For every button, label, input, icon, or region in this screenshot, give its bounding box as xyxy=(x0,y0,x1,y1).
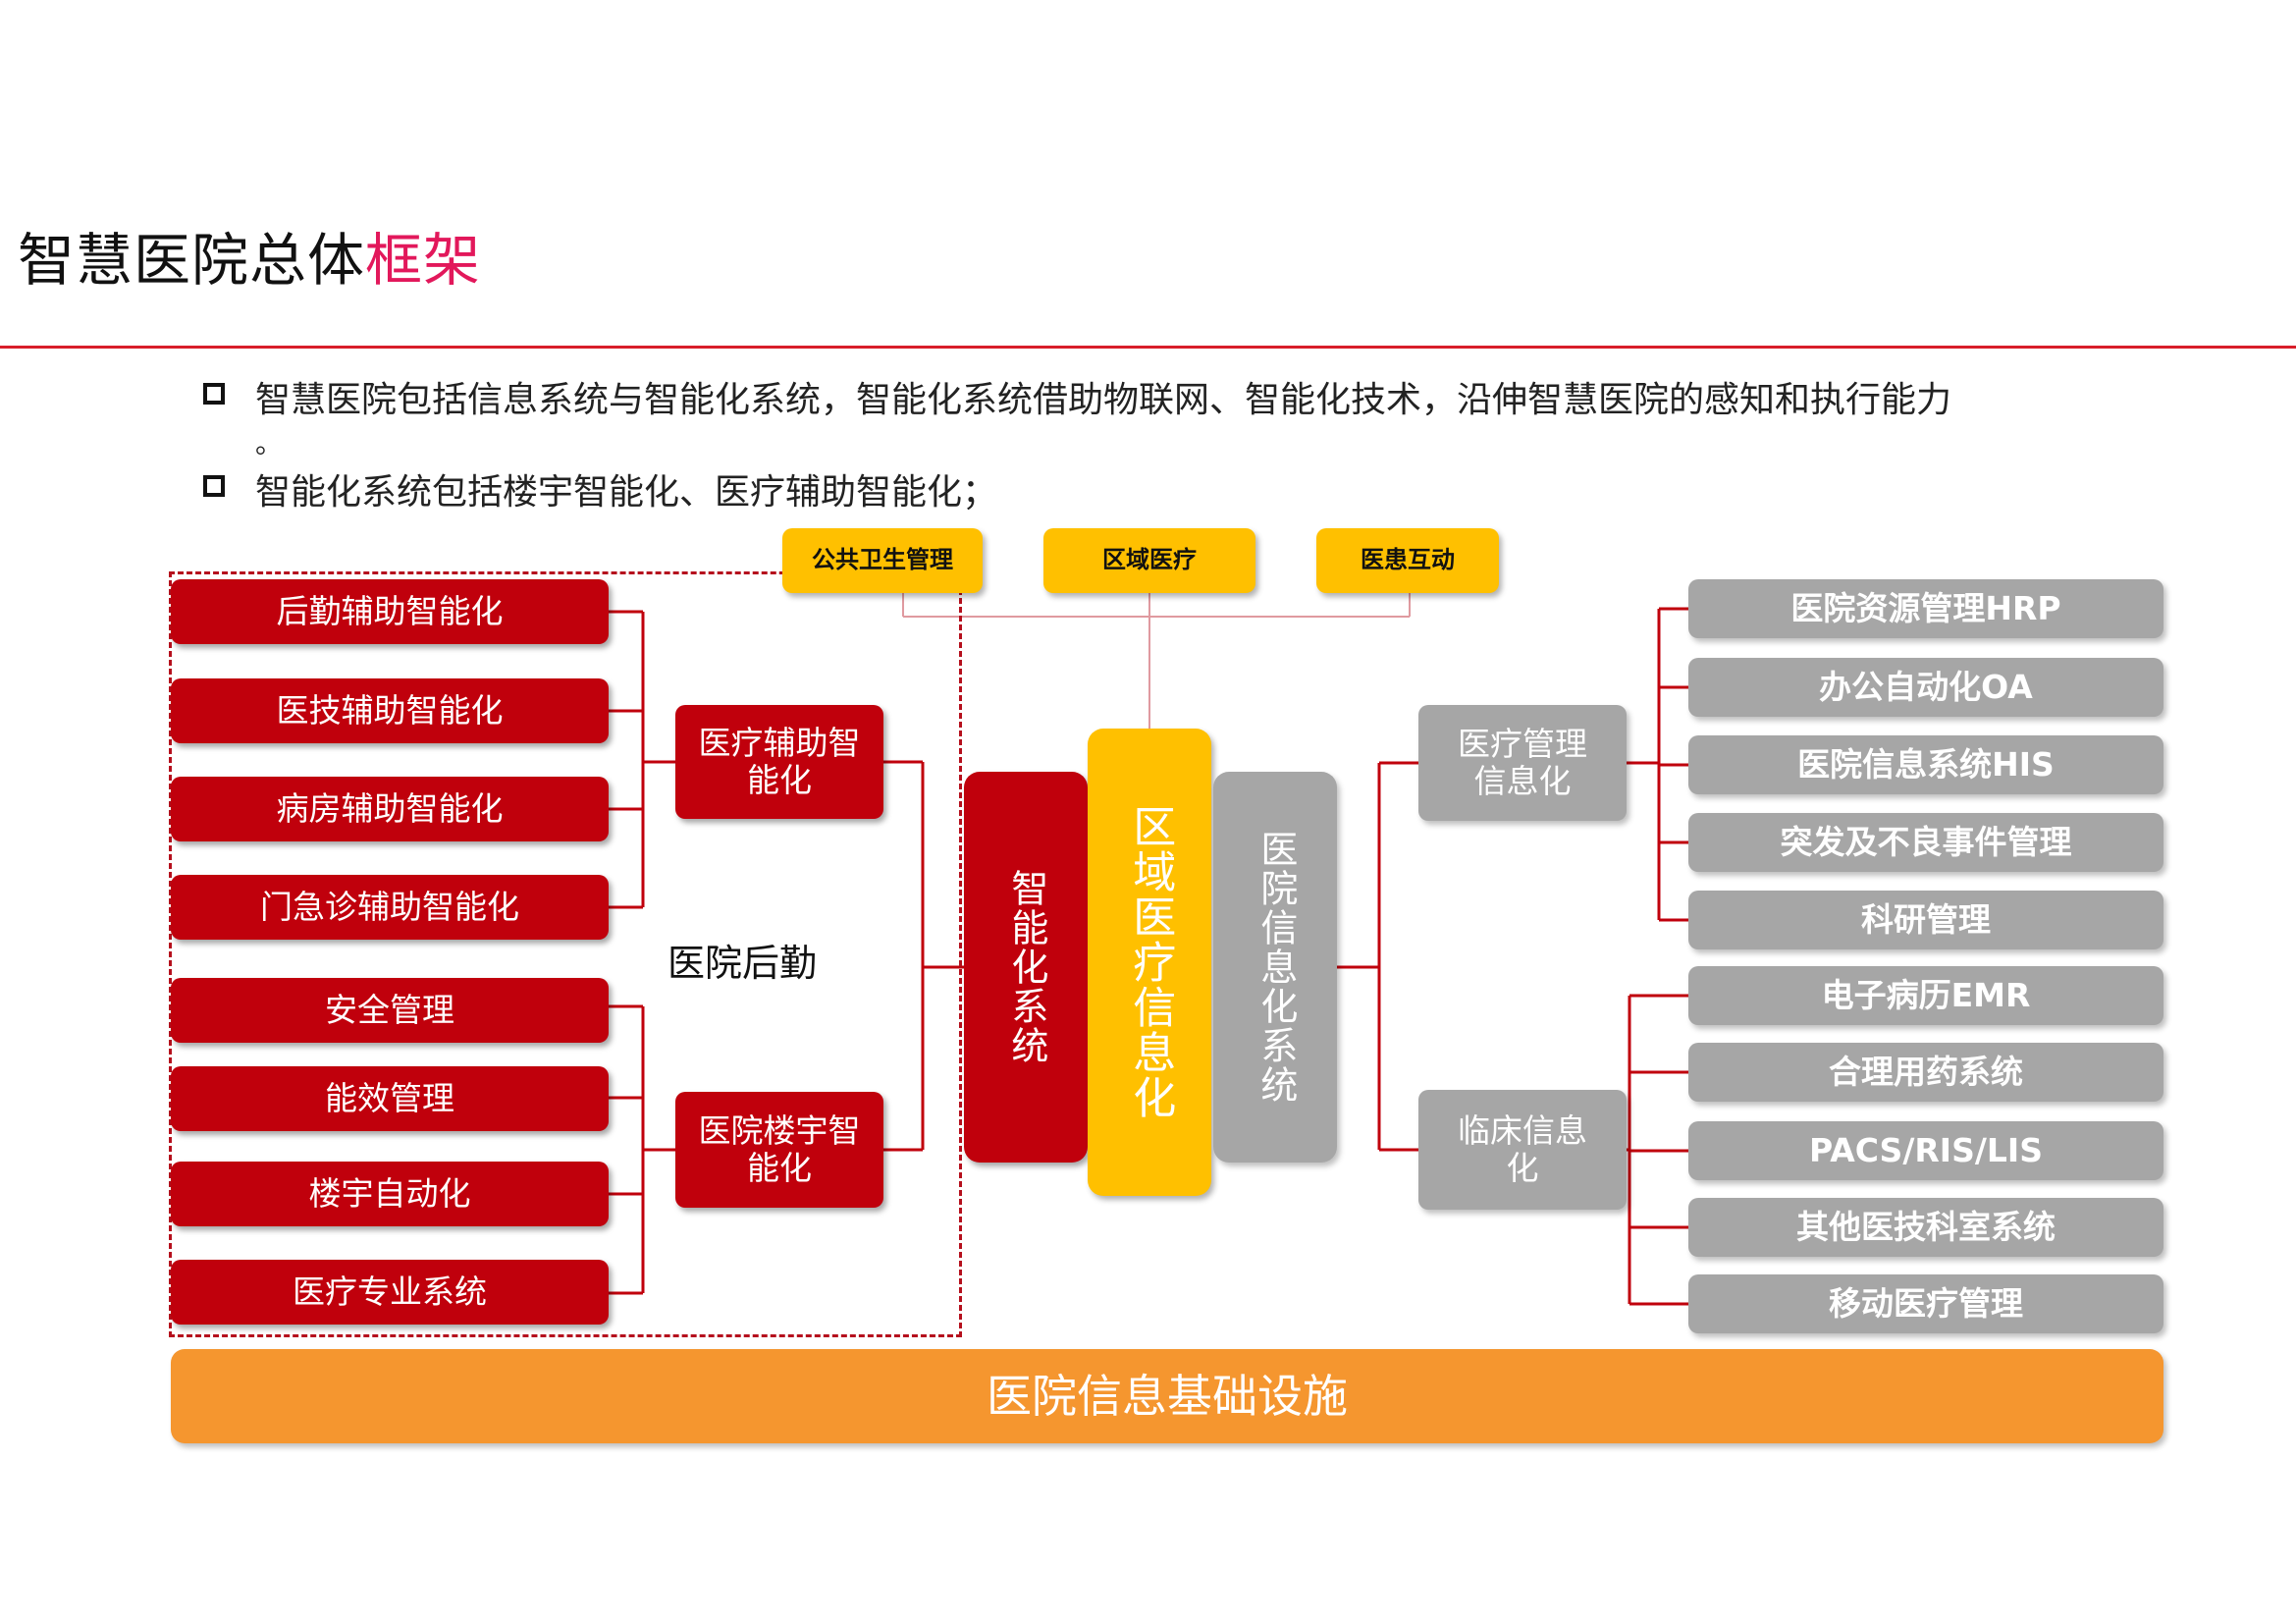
right-box-drug: 合理用药系统 xyxy=(1688,1043,2163,1102)
right-box-mobile: 移动医疗管理 xyxy=(1688,1274,2163,1333)
bullet-text-1-continued: 。 xyxy=(255,427,284,460)
left-box-logistics-aid: 后勤辅助智能化 xyxy=(171,579,609,644)
left-box-security: 安全管理 xyxy=(171,978,609,1043)
pillar-intelligent-system: 智能化系统 xyxy=(964,772,1088,1163)
left-box-energy: 能效管理 xyxy=(171,1066,609,1131)
top-box-doctor-patient: 医患互动 xyxy=(1316,528,1499,593)
title-highlight: 框架 xyxy=(365,227,482,294)
top-box-regional-medical: 区域医疗 xyxy=(1043,528,1255,593)
pillar-regional-info: 区域医疗信息化 xyxy=(1088,729,1211,1196)
bullet-square-icon xyxy=(203,475,225,497)
pillar-regional-label: 区域医疗信息化 xyxy=(1125,804,1176,1120)
title-divider xyxy=(0,346,2296,349)
pillar-hospital-info: 医院信息化系统 xyxy=(1213,772,1337,1163)
right-box-his: 医院信息系统HIS xyxy=(1688,735,2163,794)
left-box-ward-aid: 病房辅助智能化 xyxy=(171,777,609,841)
right-box-hrp: 医院资源管理HRP xyxy=(1688,579,2163,638)
left-box-tech-aid: 医技辅助智能化 xyxy=(171,678,609,743)
page-title: 智慧医院总体框架 xyxy=(18,227,482,294)
base-infrastructure-bar: 医院信息基础设施 xyxy=(171,1349,2163,1443)
bullet-square-icon xyxy=(203,383,225,405)
logistics-dashed-frame xyxy=(169,571,962,1337)
right-box-pacs: PACS/RIS/LIS xyxy=(1688,1121,2163,1180)
pillar-intelligent-label: 智能化系统 xyxy=(1004,869,1048,1065)
logistics-label: 医院后勤 xyxy=(667,942,818,985)
right-box-other-tech: 其他医技科室系统 xyxy=(1688,1198,2163,1257)
bullet-text-1: 智慧医院包括信息系统与智能化系统，智能化系统借助物联网、智能化技术，沿伸智慧医院… xyxy=(255,380,1952,420)
bullet-text-2: 智能化系统包括楼宇智能化、医疗辅助智能化； xyxy=(255,472,998,513)
top-box-public-health: 公共卫生管理 xyxy=(782,528,983,593)
left-box-building-automation: 楼宇自动化 xyxy=(171,1162,609,1226)
pillar-hospital-label: 医院信息化系统 xyxy=(1254,830,1298,1105)
left-box-medical-systems: 医疗专业系统 xyxy=(171,1260,609,1325)
mid-box-medical-aid: 医疗辅助智能化 xyxy=(675,705,883,819)
left-box-emergency-aid: 门急诊辅助智能化 xyxy=(171,875,609,940)
right-mid-management-info: 医疗管理信息化 xyxy=(1418,705,1627,821)
right-mid-clinical-info: 临床信息化 xyxy=(1418,1090,1627,1210)
right-box-emr: 电子病历EMR xyxy=(1688,966,2163,1025)
right-box-research: 科研管理 xyxy=(1688,891,2163,949)
mid-box-building-intel: 医院楼宇智能化 xyxy=(675,1092,883,1208)
right-box-incident: 突发及不良事件管理 xyxy=(1688,813,2163,872)
right-box-oa: 办公自动化OA xyxy=(1688,658,2163,717)
